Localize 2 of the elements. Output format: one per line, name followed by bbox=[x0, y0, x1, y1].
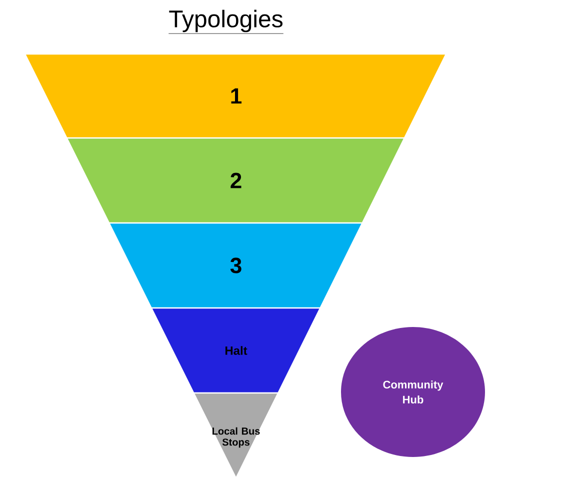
funnel-band: 1 bbox=[24, 53, 447, 139]
title: Typologies bbox=[168, 10, 284, 34]
